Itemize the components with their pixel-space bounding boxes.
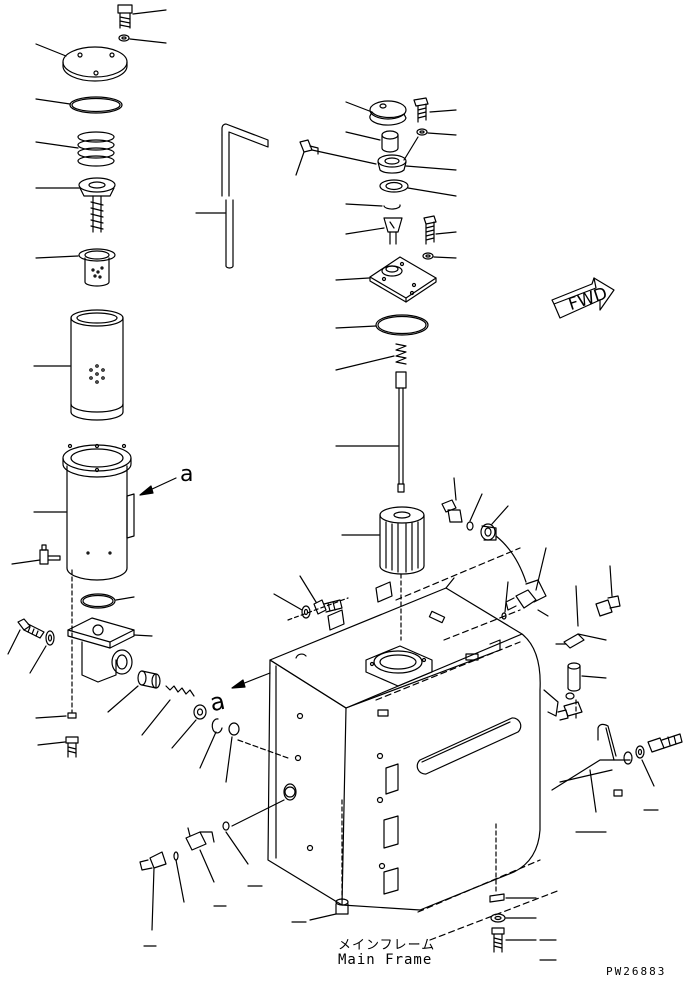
arrow-a-lower — [231, 672, 271, 689]
side-bolt — [7, 618, 45, 655]
cap-gasket — [379, 179, 457, 197]
flange-o-ring — [335, 314, 429, 336]
sight-bracket — [551, 723, 633, 813]
top-washer — [118, 34, 167, 44]
cap-adapter — [311, 136, 457, 174]
tank-foot-bolt-right — [491, 927, 537, 953]
drain-plug — [35, 569, 77, 719]
tank-mount-bolt — [299, 575, 343, 615]
hose-line — [495, 535, 527, 583]
side-washer — [29, 630, 55, 674]
plug-seal — [225, 722, 240, 783]
pressure-fitting — [595, 565, 621, 617]
flange-bolt — [423, 215, 457, 245]
filter-element — [33, 309, 124, 421]
suction-strainer — [341, 506, 425, 575]
pipe-nipple — [107, 670, 161, 713]
hydraulic-tank — [237, 547, 577, 941]
callout-label-a: a — [180, 462, 194, 487]
ball-seat — [171, 704, 207, 749]
flange-washer — [422, 252, 457, 260]
cap-bolt — [413, 97, 457, 123]
drawing-code: PW26883 — [606, 965, 667, 978]
check-spring — [141, 685, 195, 736]
o-ring — [35, 96, 123, 114]
snap-ring — [199, 718, 223, 769]
banjo-fitting — [555, 585, 607, 649]
case-o-ring — [80, 593, 135, 609]
arrow-a-top — [139, 477, 177, 496]
breather-cap — [345, 100, 407, 126]
top-bolt — [117, 4, 167, 29]
bottom-bolt — [37, 736, 79, 758]
tank-mount-washer — [273, 593, 311, 619]
fwd-arrow-marker — [551, 277, 615, 319]
union-tube — [567, 662, 607, 692]
main-frame-label-en: Main Frame — [338, 952, 433, 968]
drain-seal — [173, 851, 185, 903]
float-spring — [335, 343, 407, 371]
drain-elbow — [139, 851, 167, 931]
retaining-ring — [345, 203, 401, 210]
strainer — [35, 248, 116, 287]
flange-elbow — [67, 617, 153, 683]
bracket-bolt — [647, 733, 683, 753]
tank-leader — [445, 577, 455, 589]
spring — [35, 131, 115, 167]
valve-assembly — [35, 177, 116, 233]
seal-ring-small — [466, 493, 483, 531]
drain-cock — [185, 827, 215, 883]
tee-fitting — [543, 689, 583, 721]
elbow-valve — [505, 547, 549, 617]
mounting-flange — [335, 256, 437, 303]
level-rod — [335, 371, 407, 493]
small-elbow-fitting — [295, 139, 319, 176]
cap-washer — [416, 128, 457, 136]
inner-valve — [345, 217, 403, 245]
drain-valve — [222, 783, 297, 865]
air-breather — [11, 544, 61, 565]
o-ring-small-right — [501, 581, 509, 620]
cover-plate — [35, 43, 128, 82]
adapter-nut — [480, 505, 509, 541]
filter-case — [33, 443, 135, 581]
bent-pipe — [195, 123, 269, 269]
main-frame-label-jp: メインフレーム — [338, 938, 436, 953]
bracket-washer — [635, 745, 655, 787]
tank-foot-washer — [489, 893, 537, 923]
cap-body — [345, 130, 399, 153]
sensor-fitting — [441, 477, 463, 523]
tank-foot-bolt-left — [309, 898, 349, 921]
